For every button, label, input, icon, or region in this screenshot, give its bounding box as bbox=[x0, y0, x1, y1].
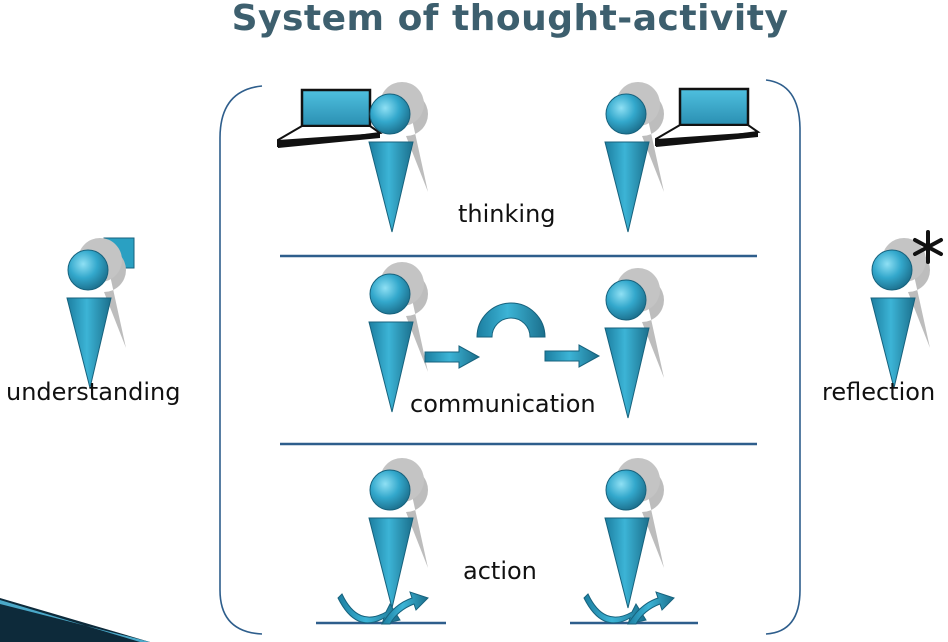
left-bracket bbox=[219, 85, 263, 635]
person-icon bbox=[368, 81, 429, 233]
label-action: action bbox=[463, 557, 537, 585]
corner-decoration bbox=[0, 598, 150, 642]
arrow-icon bbox=[424, 345, 480, 369]
asterisk-icon bbox=[913, 230, 943, 264]
arc-icon bbox=[476, 302, 546, 338]
person-icon bbox=[368, 457, 429, 609]
label-reflection: reflection bbox=[822, 378, 936, 406]
arrow-icon bbox=[544, 344, 600, 368]
label-thinking: thinking bbox=[458, 200, 556, 228]
label-understanding: understanding bbox=[6, 378, 181, 406]
curved-arrow-icon bbox=[337, 591, 429, 625]
laptop-icon bbox=[276, 88, 382, 150]
person-icon bbox=[66, 237, 127, 389]
right-bracket bbox=[765, 79, 801, 635]
person-icon bbox=[604, 267, 665, 419]
diagram-title: System of thought-activity bbox=[231, 0, 789, 39]
person-icon bbox=[870, 237, 931, 389]
person-icon bbox=[604, 457, 665, 609]
label-communication: communication bbox=[410, 390, 596, 418]
laptop-icon bbox=[654, 87, 760, 149]
person-icon bbox=[604, 81, 665, 233]
